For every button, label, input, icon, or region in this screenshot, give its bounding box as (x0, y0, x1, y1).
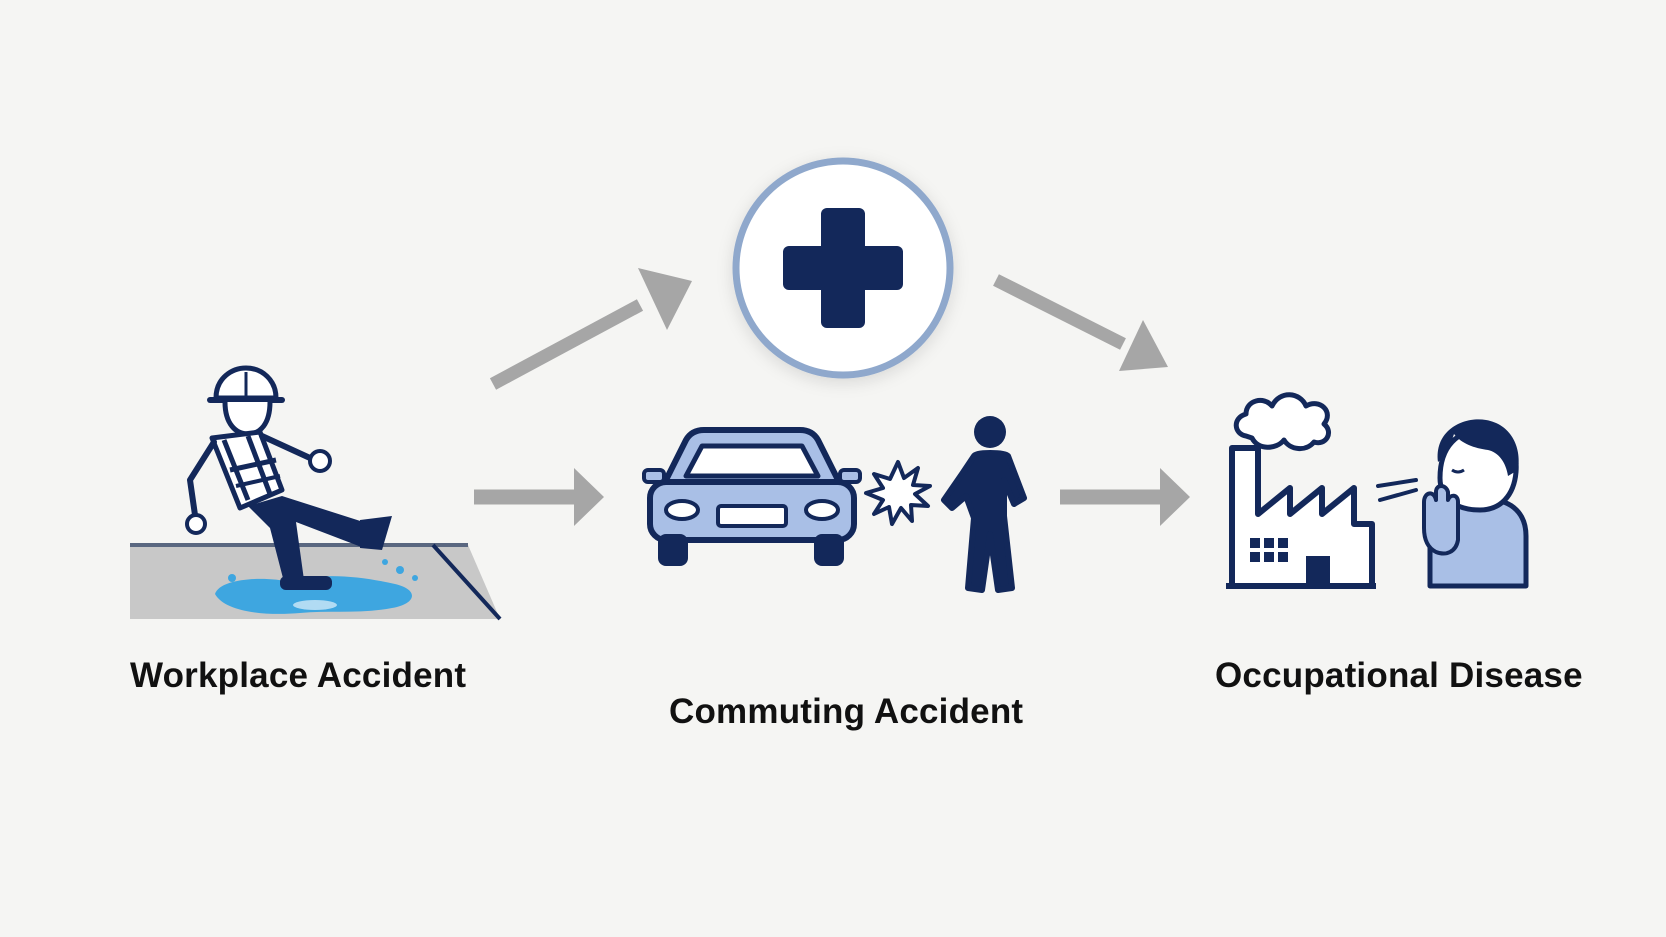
factory-smoke-coughing-person-icon (1226, 392, 1529, 589)
arrow-up-right (489, 268, 692, 390)
car-pedestrian-collision-icon (642, 416, 1027, 593)
arrow-down-right (993, 274, 1168, 371)
worker-slipping-icon (130, 365, 502, 621)
arrow-right-right (1060, 468, 1190, 526)
medical-cross-icon (732, 157, 954, 379)
arrow-right-left (474, 468, 604, 526)
commuting-accident-label: Commuting Accident (669, 692, 1024, 731)
workplace-accident-label: Workplace Accident (130, 656, 467, 695)
occupational-disease-label: Occupational Disease (1215, 656, 1583, 695)
